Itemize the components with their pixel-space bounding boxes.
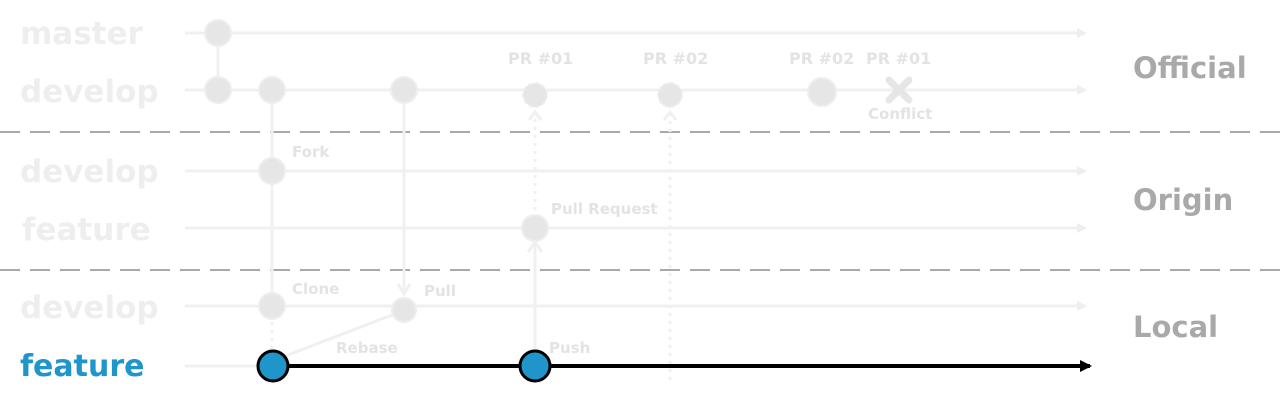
annotation-pr1-conflict: PR #01 (866, 49, 931, 68)
annotation-fork: Fork (292, 143, 330, 161)
branch-label-origin-feature: feature (22, 212, 151, 248)
annotation-push: Push (549, 339, 590, 357)
annotation-pull: Pull (424, 282, 456, 300)
pr2-arrowhead (662, 109, 678, 121)
feature-push-node[interactable] (518, 349, 552, 383)
rebase-connector (279, 310, 401, 360)
develop-commit-node-3 (390, 76, 418, 104)
conflict-x-icon (885, 76, 913, 104)
branch-label-local-feature: feature (20, 349, 144, 384)
develop-commit-node-1 (204, 76, 232, 104)
group-label-local: Local (1133, 310, 1218, 344)
pr2-pending-node (657, 82, 683, 108)
faded-branch-lines (185, 28, 1087, 368)
branch-label-official-master: master (20, 16, 144, 52)
pull-node (391, 297, 417, 323)
annotation-pr1-top: PR #01 (508, 49, 573, 68)
fork-node (258, 157, 286, 185)
group-label-origin: Origin (1133, 183, 1233, 217)
annotation-rebase: Rebase (336, 339, 398, 357)
pull-arrowhead (396, 283, 412, 297)
annotation-pr2-top: PR #02 (643, 49, 708, 68)
pr1-arrowhead (527, 109, 543, 121)
annotation-conflict: Conflict (868, 105, 932, 123)
branch-label-official-develop: develop (20, 74, 159, 110)
pr2-merged-node (807, 77, 837, 107)
branch-label-origin-develop: develop (20, 154, 159, 190)
branch-label-local-develop: develop (20, 290, 159, 326)
feature-rebase-node[interactable] (256, 349, 290, 383)
clone-node (258, 292, 286, 320)
master-commit-node (204, 19, 232, 47)
annotation-pr2-merged: PR #02 (789, 49, 854, 68)
annotation-pull-request: Pull Request (551, 200, 658, 218)
faded-nodes (204, 19, 837, 323)
annotation-clone: Clone (292, 280, 339, 298)
pull-request-node (521, 214, 549, 242)
pr1-pending-node (522, 82, 548, 108)
group-label-official: Official (1133, 51, 1247, 85)
develop-commit-node-2 (258, 76, 286, 104)
